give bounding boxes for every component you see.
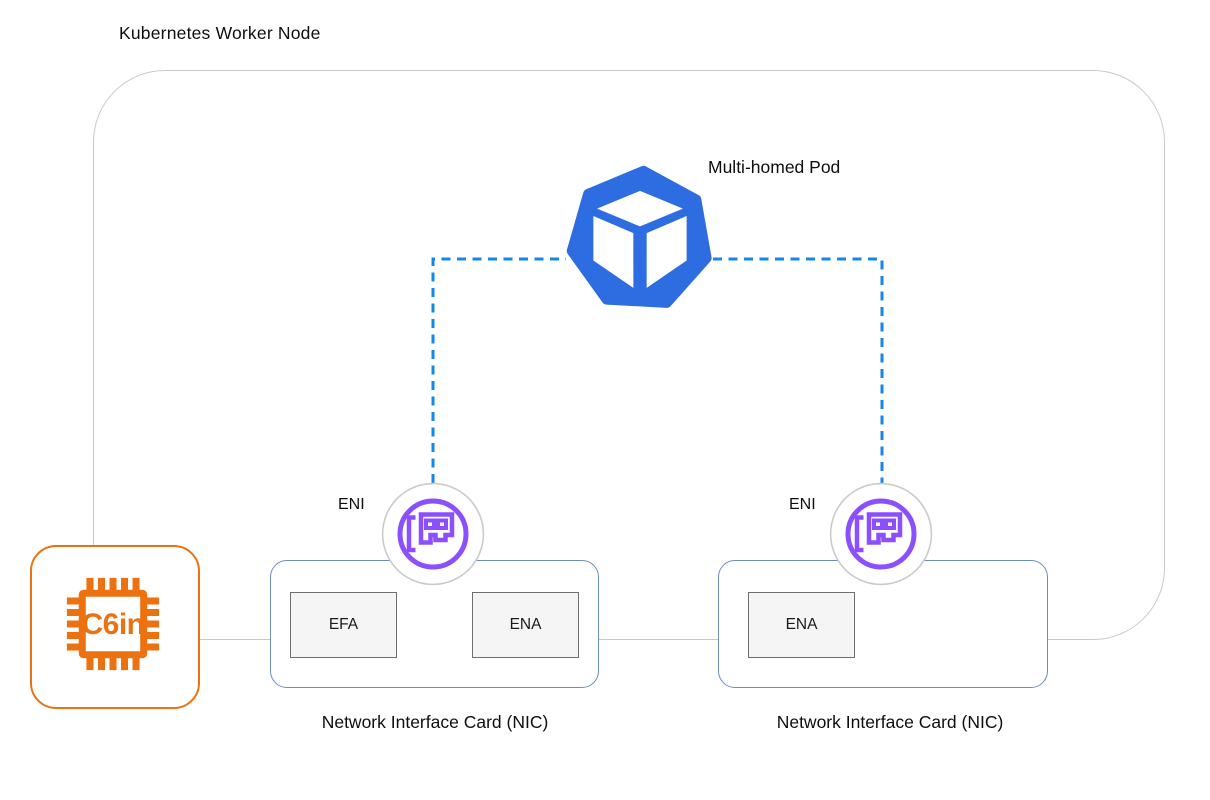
worker-node-boundary bbox=[93, 70, 1165, 640]
eni-label-left: ENI bbox=[338, 496, 365, 513]
ena-adapter: ENA bbox=[748, 592, 855, 658]
pod-label: Multi-homed Pod bbox=[708, 157, 841, 177]
instance-label: C6in bbox=[81, 608, 145, 641]
kubernetes-pod-icon bbox=[566, 165, 712, 308]
efa-adapter: EFA bbox=[290, 592, 397, 658]
ec2-instance-chip-icon bbox=[66, 577, 160, 671]
eni-label-right: ENI bbox=[789, 496, 816, 513]
diagram-title: Kubernetes Worker Node bbox=[119, 23, 321, 43]
nic-box-right: ENA bbox=[718, 560, 1048, 688]
nic-caption-right: Network Interface Card (NIC) bbox=[776, 712, 1004, 732]
nic-box-left: EFA ENA bbox=[270, 560, 599, 688]
eni-icon bbox=[381, 482, 485, 586]
instance-box bbox=[30, 545, 200, 709]
ena-adapter: ENA bbox=[472, 592, 579, 658]
eni-icon bbox=[829, 482, 933, 586]
nic-caption-left: Network Interface Card (NIC) bbox=[321, 712, 549, 732]
